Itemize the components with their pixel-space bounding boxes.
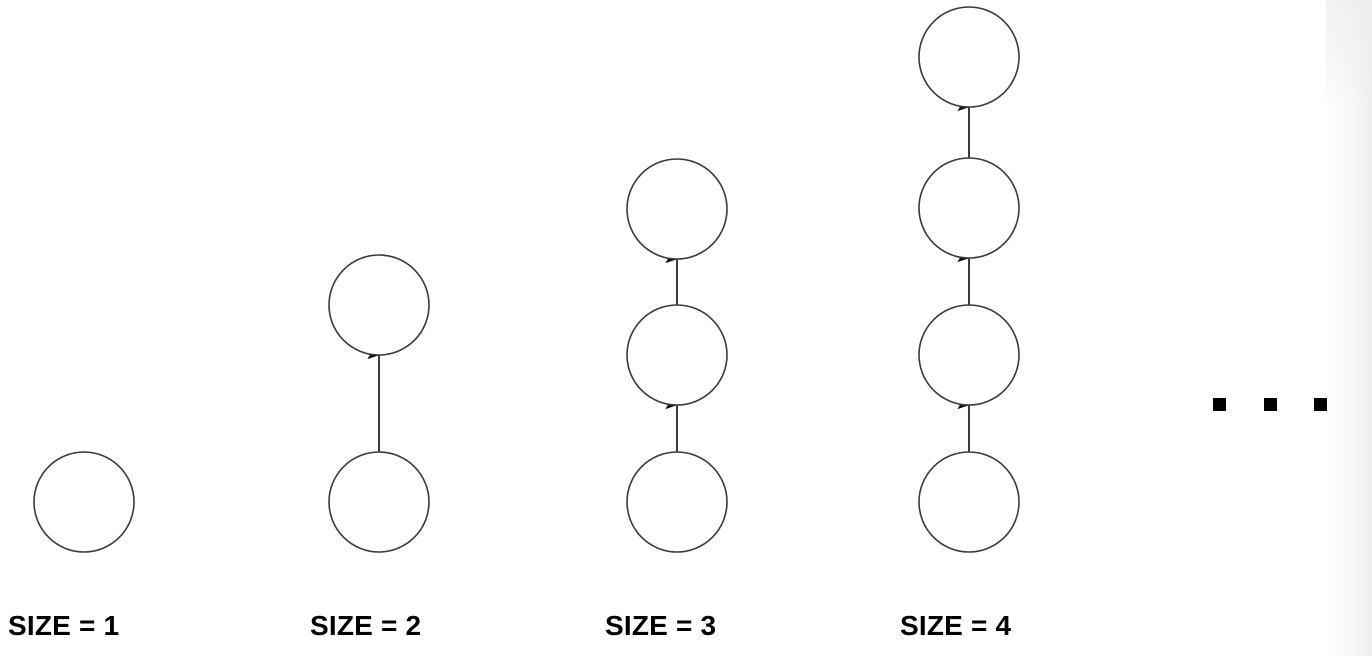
node-circle <box>626 304 728 406</box>
node-circle <box>918 451 1020 553</box>
column-label-size-4: SIZE = 4 <box>900 610 1012 641</box>
node-column-size-2 <box>328 254 430 553</box>
node-circle <box>918 157 1020 259</box>
node-circle <box>918 6 1020 108</box>
column-label-size-2: SIZE = 2 <box>310 610 422 641</box>
node-circle <box>626 158 728 260</box>
column-label-size-1: SIZE = 1 <box>8 610 120 641</box>
node-column-size-3 <box>626 158 728 553</box>
node-column-size-1 <box>33 451 135 553</box>
node-circle <box>33 451 135 553</box>
node-column-size-4 <box>918 6 1020 553</box>
ellipsis-square <box>1213 398 1226 411</box>
ellipsis-square <box>1314 398 1327 411</box>
column-label-size-3: SIZE = 3 <box>605 610 717 641</box>
node-circle <box>626 451 728 553</box>
node-circle <box>918 304 1020 406</box>
ellipsis-square <box>1264 398 1277 411</box>
node-circle <box>328 451 430 553</box>
node-circle <box>328 254 430 356</box>
